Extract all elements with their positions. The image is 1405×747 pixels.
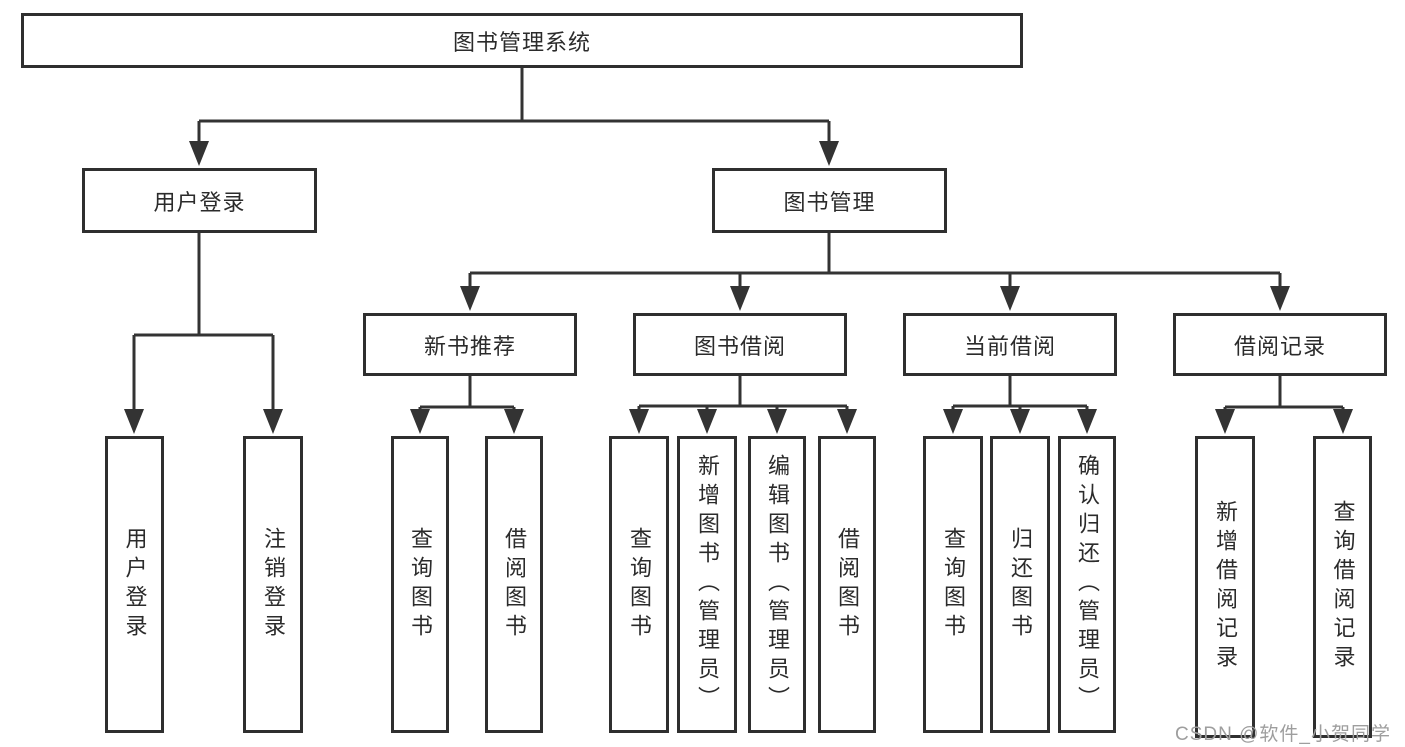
- node-label: 编辑图书（管理员）: [765, 454, 790, 715]
- node-label: 归还图书: [1008, 526, 1033, 643]
- node-label: 新增借阅记录: [1213, 500, 1238, 674]
- node-label: 注销登录: [261, 526, 286, 643]
- node-label: 用户登录: [153, 189, 246, 215]
- node-label: 图书借阅: [693, 333, 786, 359]
- node-label: 用户登录: [122, 526, 148, 643]
- leaf-bb-query-books: 查询图书: [609, 436, 669, 733]
- node-label: 图书管理系统: [452, 29, 591, 55]
- node-label: 查询图书: [627, 526, 652, 643]
- leaf-bb-edit-books-admin: 编辑图书（管理员）: [748, 436, 806, 733]
- leaf-bb-borrow-books: 借阅图书: [818, 436, 876, 733]
- node-label: 借阅图书: [835, 526, 860, 643]
- node-new-book-recommendation: 新书推荐: [363, 313, 577, 376]
- leaf-nbr-query-books: 查询图书: [391, 436, 449, 733]
- node-current-borrowing: 当前借阅: [903, 313, 1117, 376]
- node-label: 查询借阅记录: [1330, 500, 1356, 674]
- node-label: 借阅图书: [502, 526, 527, 643]
- leaf-cb-query-books: 查询图书: [923, 436, 983, 733]
- node-book-borrowing: 图书借阅: [633, 313, 847, 376]
- node-label: 借阅记录: [1233, 333, 1326, 359]
- node-label: 新书推荐: [423, 333, 516, 359]
- leaf-cb-return-books: 归还图书: [990, 436, 1050, 733]
- node-library-management-system: 图书管理系统: [21, 13, 1023, 68]
- node-borrowing-records: 借阅记录: [1173, 313, 1387, 376]
- node-user-login: 用户登录: [82, 168, 317, 233]
- leaf-nbr-borrow-books: 借阅图书: [485, 436, 543, 733]
- leaf-br-add-borrow-record: 新增借阅记录: [1195, 436, 1255, 738]
- leaf-br-query-borrow-record: 查询借阅记录: [1313, 436, 1372, 738]
- node-label: 当前借阅: [963, 333, 1056, 359]
- watermark: CSDN @软件_小贺同学: [1175, 724, 1391, 745]
- node-label: 新增图书（管理员）: [695, 454, 720, 715]
- leaf-bb-add-books-admin: 新增图书（管理员）: [677, 436, 737, 733]
- node-label: 图书管理: [783, 189, 876, 215]
- leaf-cb-confirm-return-admin: 确认归还（管理员）: [1058, 436, 1116, 733]
- node-label: 查询图书: [408, 526, 433, 643]
- node-label: 查询图书: [941, 526, 966, 643]
- leaf-user-login: 用户登录: [105, 436, 164, 733]
- leaf-logout: 注销登录: [243, 436, 303, 733]
- node-book-management: 图书管理: [712, 168, 947, 233]
- node-label: 确认归还（管理员）: [1075, 454, 1100, 715]
